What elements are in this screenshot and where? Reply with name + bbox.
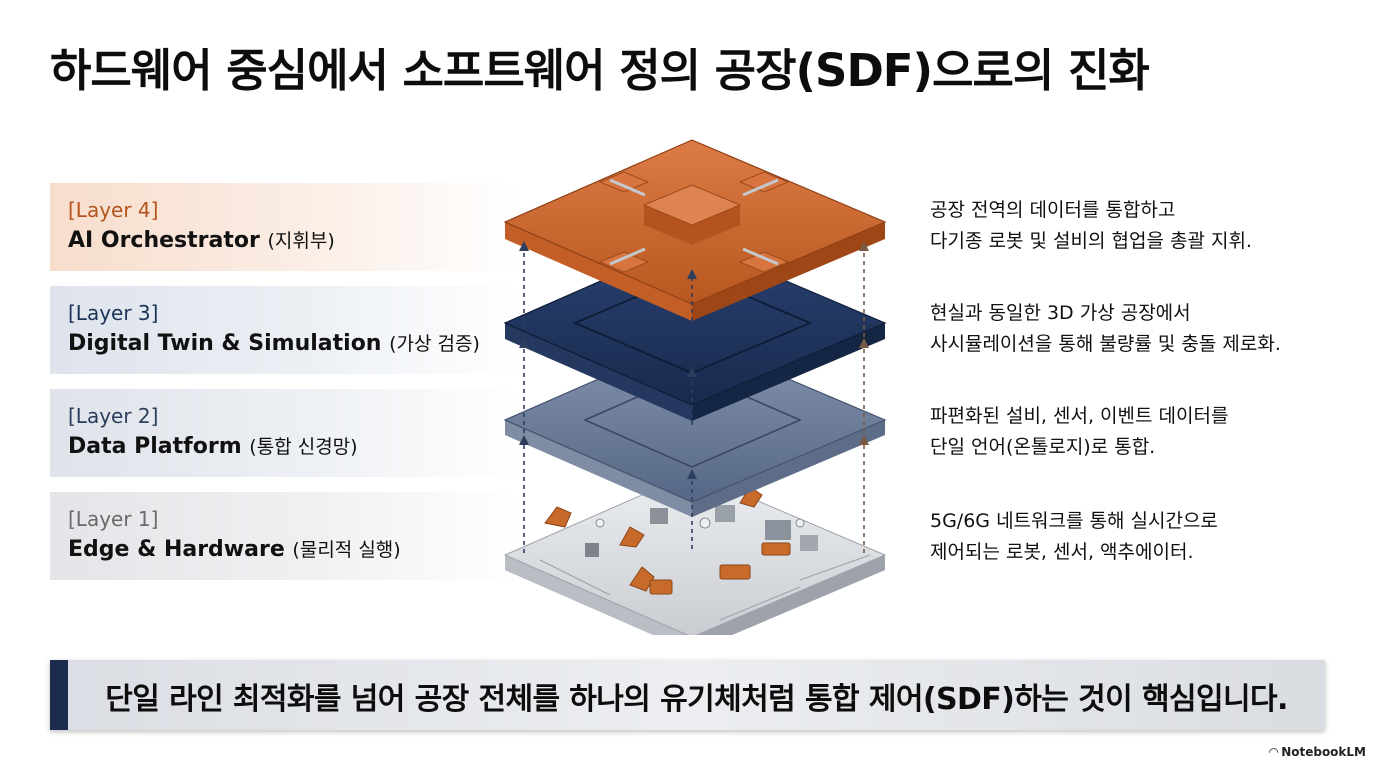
layer-1-name-text: Edge & Hardware bbox=[68, 537, 285, 562]
summary-text: 단일 라인 최적화를 넘어 공장 전체를 하나의 유기체처럼 통합 제어(SDF… bbox=[105, 682, 1288, 717]
layer-stack-illustration bbox=[503, 139, 887, 635]
layer-3-label: [Layer 3] Digital Twin & Simulation (가상 … bbox=[50, 286, 520, 374]
layer-1-desc-line-2: 제어되는 로봇, 센서, 액추에이터. bbox=[930, 541, 1194, 563]
summary-banner: 단일 라인 최적화를 넘어 공장 전체를 하나의 유기체처럼 통합 제어(SDF… bbox=[50, 660, 1325, 730]
chip-core-icon bbox=[598, 171, 790, 273]
layer-2-desc-line-2: 단일 언어(온톨로지)로 통합. bbox=[930, 436, 1156, 458]
layer-3-desc-line-1: 현실과 동일한 3D 가상 공장에서 bbox=[930, 302, 1191, 324]
layer-2-sub: (통합 신경망) bbox=[249, 436, 358, 458]
layer-3-tag: [Layer 3] bbox=[68, 301, 159, 325]
layer-1-desc-line-1: 5G/6G 네트워크를 통해 실시간으로 bbox=[930, 510, 1218, 532]
layer-4-tag: [Layer 4] bbox=[68, 198, 159, 222]
layer-4-desc-line-1: 공장 전역의 데이터를 통합하고 bbox=[930, 199, 1176, 221]
layer-2-desc-line-1: 파편화된 설비, 센서, 이벤트 데이터를 bbox=[930, 405, 1229, 427]
layer-3-description: 현실과 동일한 3D 가상 공장에서 사시뮬레이션을 통해 불량률 및 충돌 제… bbox=[930, 298, 1350, 360]
layer-1-name: Edge & Hardware (물리적 실행) bbox=[68, 534, 520, 566]
layer-4-label: [Layer 4] AI Orchestrator (지휘부) bbox=[50, 183, 520, 271]
banner-accent-bar bbox=[50, 660, 68, 730]
layer-4-description: 공장 전역의 데이터를 통합하고 다기종 로봇 및 설비의 협업을 총괄 지휘. bbox=[930, 195, 1350, 257]
layer-3-slab bbox=[503, 240, 887, 421]
brand-text: NotebookLM bbox=[1281, 745, 1366, 759]
layer-4-name-text: AI Orchestrator bbox=[68, 228, 260, 253]
layer-3-desc-line-2: 사시뮬레이션을 통해 불량률 및 충돌 제로화. bbox=[930, 333, 1281, 355]
layer-2-description: 파편화된 설비, 센서, 이벤트 데이터를 단일 언어(온톨로지)로 통합. bbox=[930, 401, 1350, 463]
layer-1-label: [Layer 1] Edge & Hardware (물리적 실행) bbox=[50, 492, 520, 580]
layer-2-name-text: Data Platform bbox=[68, 434, 242, 459]
arrow-heads bbox=[519, 241, 869, 479]
layer-4-desc-line-2: 다기종 로봇 및 설비의 협업을 총괄 지휘. bbox=[930, 230, 1252, 252]
layer-4-name: AI Orchestrator (지휘부) bbox=[68, 225, 520, 257]
layer-1-slab bbox=[503, 472, 887, 635]
layer-1-sub: (물리적 실행) bbox=[292, 539, 401, 561]
layer-2-label: [Layer 2] Data Platform (통합 신경망) bbox=[50, 389, 520, 477]
layer-1-tag: [Layer 1] bbox=[68, 507, 159, 531]
layer-2-tag: [Layer 2] bbox=[68, 404, 159, 428]
layer-3-name: Digital Twin & Simulation (가상 검증) bbox=[68, 328, 520, 360]
brand-watermark: ◠NotebookLM bbox=[1269, 745, 1366, 759]
layer-1-description: 5G/6G 네트워크를 통해 실시간으로 제어되는 로봇, 센서, 액추에이터. bbox=[930, 506, 1350, 568]
connection-arrows bbox=[523, 247, 865, 553]
page-title: 하드웨어 중심에서 소프트웨어 정의 공장(SDF)으로의 진화 bbox=[50, 44, 1150, 97]
layer-3-name-text: Digital Twin & Simulation bbox=[68, 331, 382, 356]
layer-4-sub: (지휘부) bbox=[267, 230, 335, 252]
layer-2-name: Data Platform (통합 신경망) bbox=[68, 431, 520, 463]
notebooklm-logo-icon: ◠ bbox=[1268, 745, 1279, 759]
factory-robots-icon bbox=[544, 486, 818, 595]
layer-3-sub: (가상 검증) bbox=[389, 333, 480, 355]
